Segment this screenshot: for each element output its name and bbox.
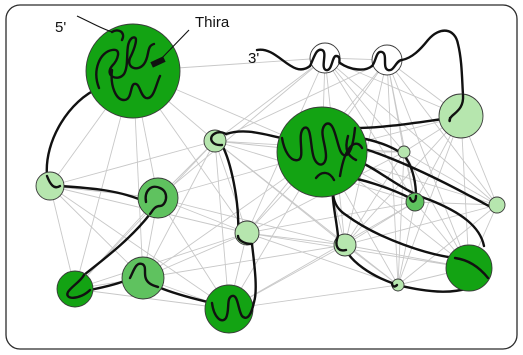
domain-node [488, 196, 506, 214]
contact-edge [397, 151, 405, 286]
domain-loop [308, 48, 342, 72]
chain-segment [82, 212, 152, 277]
domain-node [445, 244, 493, 292]
contact-edge [386, 59, 498, 206]
thira-label: Thira [195, 14, 230, 31]
domain-loop [45, 174, 62, 189]
three-prime-label: 3' [248, 50, 259, 67]
domain-node [137, 177, 179, 219]
contact-edge [214, 57, 326, 142]
domain-loop [390, 281, 399, 288]
domain-loop [280, 122, 357, 166]
contact-edge [246, 232, 346, 246]
chain-segment [255, 48, 312, 71]
domain-loop [335, 234, 348, 252]
contact-edge [214, 140, 399, 286]
contact-edge [49, 185, 230, 310]
domain-node [121, 256, 165, 300]
contact-edge [403, 151, 498, 206]
contact-edge [397, 204, 498, 286]
contact-edge [344, 204, 498, 246]
contact-edge [344, 151, 405, 246]
contact-edge [142, 140, 216, 279]
contact-edge [228, 201, 416, 310]
contact-edge [74, 232, 248, 290]
domain-node [35, 171, 65, 201]
domain-node [203, 129, 227, 153]
contact-edge [246, 201, 416, 234]
contact-edge [228, 284, 399, 310]
domain-loops [45, 29, 490, 322]
contact-edge [344, 201, 416, 246]
contact-edge [324, 57, 498, 206]
domain-node [438, 93, 484, 139]
contact-edge [49, 140, 216, 187]
five-prime-leader [76, 15, 113, 33]
domain-loop [210, 131, 228, 147]
contact-edge [214, 59, 388, 142]
contact-edge [214, 140, 230, 310]
thira-leader [159, 29, 190, 61]
contact-edge [142, 244, 346, 279]
contact-edge [386, 59, 470, 269]
domain-loop [236, 234, 254, 246]
domain-loop [408, 194, 418, 203]
thira-marker [150, 56, 166, 68]
domain-loop [314, 171, 336, 182]
domain-loop [370, 50, 404, 72]
contact-edge [386, 59, 399, 286]
polymer-chain [45, 29, 499, 305]
contact-edge [246, 232, 470, 269]
domain-loop [144, 185, 168, 216]
contact-edge [74, 288, 230, 310]
chain-segment [224, 130, 284, 140]
domain-node [56, 270, 94, 308]
domain-loop [338, 142, 364, 178]
contact-edge [49, 185, 144, 279]
contact-edge [246, 232, 399, 286]
contact-edge [214, 140, 248, 234]
domain-loop [453, 256, 490, 280]
chain-segment [250, 242, 257, 304]
domain-node [234, 220, 260, 246]
domain-loop [110, 29, 125, 42]
chain-segment [332, 174, 457, 260]
domain-loop [210, 294, 256, 322]
chain-segment [338, 61, 374, 71]
contact-edge [414, 201, 498, 206]
domain-loop [448, 93, 465, 123]
contact-edge [397, 201, 416, 286]
domain-node [397, 145, 411, 159]
contact-edge [157, 57, 326, 199]
domain-node-5prime-large [85, 23, 181, 119]
contact-edge [324, 57, 416, 203]
domain-node-center-large [276, 106, 368, 198]
chain-segment [400, 29, 465, 97]
domain-loop [128, 262, 160, 289]
domain-loop [95, 36, 162, 102]
domain-loop [66, 273, 92, 299]
chain-segment [45, 86, 101, 178]
chain-segment [354, 158, 486, 248]
contact-edge [386, 59, 416, 203]
five-prime-label: 5' [55, 19, 66, 36]
